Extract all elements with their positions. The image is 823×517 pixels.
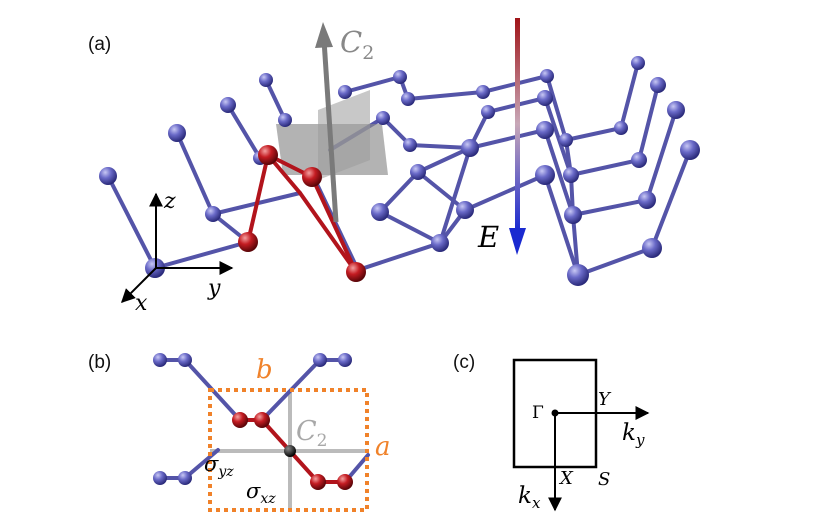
blue-atoms [99, 56, 700, 286]
atom-blue [220, 97, 236, 113]
atom-blue [631, 56, 645, 70]
sigma-yz-label: σyz [204, 452, 234, 480]
atom-blue [178, 471, 192, 485]
sigma-xz-label: σxz [246, 479, 276, 507]
s-point-label: S [598, 469, 610, 490]
atom-blue [614, 121, 628, 135]
atom-red [337, 474, 353, 490]
c2-axis-arrow [315, 22, 339, 223]
atom-blue [567, 264, 589, 286]
c2-label-b: C2 [296, 416, 328, 451]
atom-blue [401, 92, 415, 106]
gamma-point [551, 409, 559, 417]
atom-blue [313, 353, 327, 367]
atom-blue [431, 234, 449, 252]
axis-y-label: y [207, 276, 221, 301]
lattice-b-label: b [256, 355, 273, 385]
atom-blue [168, 124, 186, 142]
panel-c: (c) Γ Y X S ky kx [453, 352, 650, 512]
kx-label: kx [518, 483, 541, 512]
atom-blue [476, 85, 490, 99]
x-point-label: X [558, 468, 574, 489]
atom-blue [376, 111, 390, 125]
unit-cell [208, 388, 369, 512]
atom-red [346, 262, 366, 282]
atom-blue [540, 69, 554, 83]
atom-blue [456, 201, 474, 219]
atom-red [302, 167, 322, 187]
atom-blue [153, 471, 167, 485]
atom-blue [481, 105, 495, 119]
inversion-center [284, 445, 296, 457]
atom-blue [371, 203, 389, 221]
atom-red [258, 145, 278, 165]
axis-x-label: x [135, 291, 148, 316]
atom-blue [536, 121, 554, 139]
atom-red [238, 232, 258, 252]
gamma-label: Γ [532, 403, 544, 423]
blue-lattice-bonds [106, 61, 692, 278]
atom-blue [642, 238, 662, 258]
atom-blue [205, 206, 221, 222]
atom-blue [153, 353, 167, 367]
ky-label: ky [622, 420, 645, 449]
atom-blue [631, 152, 647, 168]
y-point-label: Y [598, 389, 612, 410]
atom-blue [535, 165, 555, 185]
coordinate-axes [121, 192, 234, 303]
atom-blue [680, 140, 700, 160]
atom-blue [559, 133, 573, 147]
panel-c-label: (c) [453, 352, 475, 373]
atom-blue [667, 101, 685, 119]
panel-a: (a) [88, 18, 700, 316]
field-label: E [477, 220, 499, 254]
atom-blue [461, 139, 479, 157]
atom-blue [410, 164, 426, 180]
atom-blue [259, 73, 273, 87]
atom-blue [650, 77, 666, 93]
panel-a-label: (a) [88, 34, 111, 55]
atom-blue [563, 167, 579, 183]
atom-blue [338, 353, 352, 367]
red-atoms [238, 145, 366, 282]
electric-field-arrow [509, 18, 526, 255]
atom-red [232, 412, 248, 428]
panel-b-label: (b) [88, 352, 111, 373]
atom-blue [537, 90, 553, 106]
atom-blue [278, 113, 292, 127]
atom-blue [178, 353, 192, 367]
lattice-a-label: a [375, 432, 391, 462]
atom-blue [564, 206, 582, 224]
atom-blue [338, 85, 352, 99]
atom-blue [99, 167, 117, 185]
atom-red [310, 474, 326, 490]
atoms-b [153, 353, 353, 490]
atom-blue [638, 191, 656, 209]
atom-blue [403, 138, 417, 152]
atom-red [254, 412, 270, 428]
c2-label-a: C2 [340, 25, 374, 64]
panel-b: (b) [88, 352, 391, 512]
atom-blue [393, 70, 407, 84]
axis-z-label: z [163, 189, 176, 214]
